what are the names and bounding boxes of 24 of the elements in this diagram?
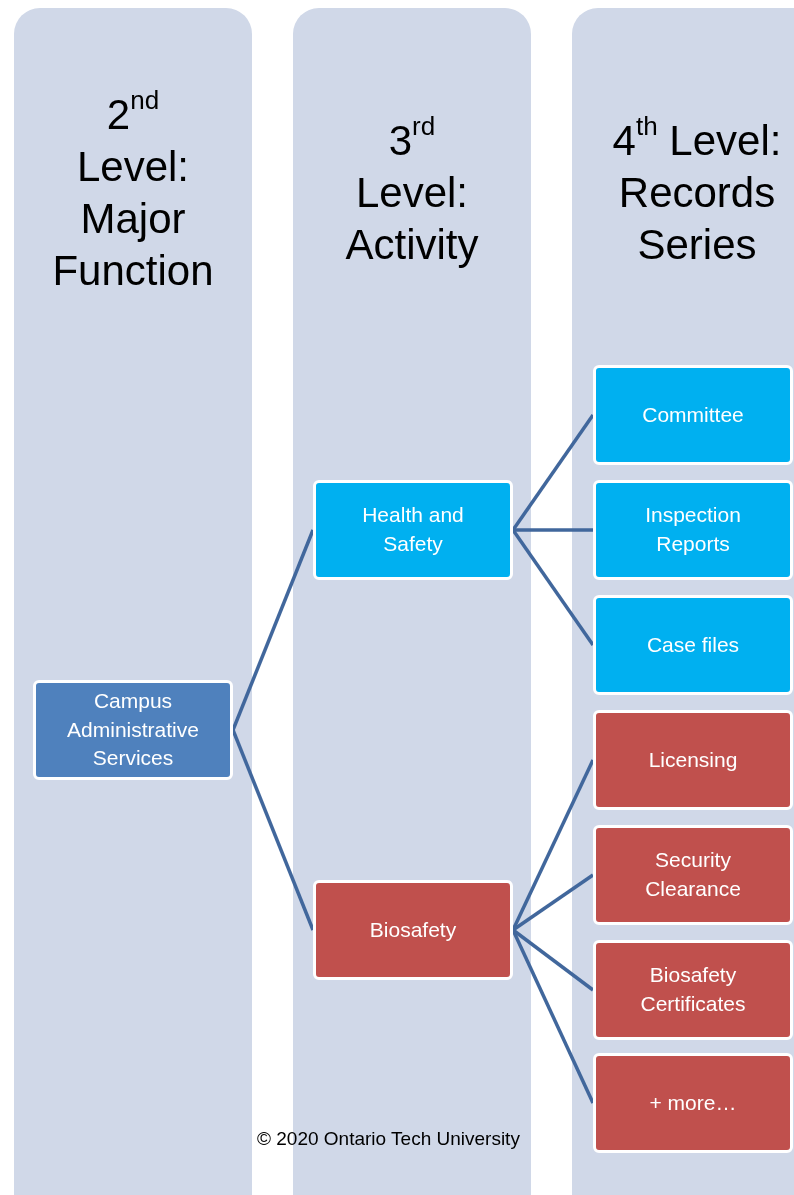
connector-line	[512, 873, 594, 932]
category-box: Security Clearance	[593, 825, 793, 925]
category-box: Case files	[593, 595, 793, 695]
connector-line	[513, 528, 593, 532]
connector-line	[511, 414, 595, 531]
column-band	[14, 8, 252, 1195]
column-heading: 2$^{nd}$ Level: Major Function	[51, 88, 215, 297]
column-heading: 3$^{rd}$ Level: Activity	[344, 114, 480, 271]
category-box: Biosafety Certificates	[593, 940, 793, 1040]
connector-line	[231, 729, 315, 931]
copyright-note: © 2020 Ontario Tech University	[257, 1128, 520, 1150]
category-box: Licensing	[593, 710, 793, 810]
category-box: Campus Administrative Services	[33, 680, 233, 780]
connector-line	[231, 529, 315, 731]
column-heading: 4$^{th}$ Level: Records Series	[611, 114, 783, 271]
column-band	[572, 8, 794, 1195]
category-box: Inspection Reports	[593, 480, 793, 580]
connector-line	[511, 929, 595, 1104]
category-box: Biosafety	[313, 880, 513, 980]
category-box: Committee	[593, 365, 793, 465]
connector-line	[511, 759, 595, 931]
category-box: + more…	[593, 1053, 793, 1153]
category-box: Health and Safety	[313, 480, 513, 580]
connector-line	[511, 529, 595, 646]
